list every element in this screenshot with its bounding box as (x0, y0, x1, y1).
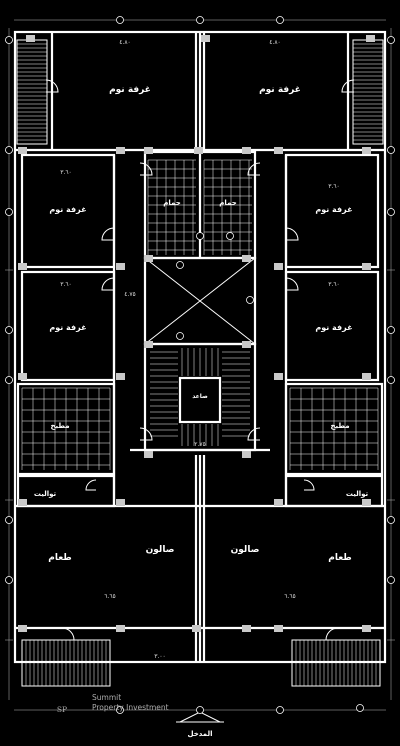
right-side-walls (284, 153, 384, 508)
bathroom-tiles (147, 159, 252, 255)
watermark-line1: Summit (92, 693, 121, 702)
label-bathroom-left: حمام (163, 199, 181, 207)
watermark-monogram: SP (57, 705, 67, 714)
label-dining-right: طعام (328, 553, 352, 563)
dim-top-left: ٤.٨٠ (119, 39, 131, 46)
grid-bubbles (5, 16, 395, 714)
dim-hall: ٤.٧٥ (124, 291, 136, 298)
dim-top-right: ٤.٨٠ (269, 39, 281, 46)
label-bedroom-left-1: غرفة نوم (49, 205, 86, 214)
label-salon-left: صالون (146, 545, 175, 555)
dim-room-right-1: ٣.٦٠ (328, 183, 340, 190)
kitchen-tiles (21, 387, 379, 470)
label-bedroom-top-right: غرفة نوم (259, 85, 301, 95)
dim-bottom: ٣.٠٠ (154, 653, 166, 660)
dim-room-left-2: ٣.٦٠ (60, 281, 72, 288)
dim-lower-left: ٦.٦٥ (104, 593, 116, 600)
watermark-line2: Property Investment (92, 703, 169, 712)
label-bedroom-left-2: غرفة نوم (49, 323, 86, 332)
label-kitchen-right: مطبخ (330, 422, 349, 430)
dim-room-left-1: ٣.٦٠ (60, 169, 72, 176)
label-bedroom-right-1: غرفة نوم (315, 205, 352, 214)
label-bedroom-right-2: غرفة نوم (315, 323, 352, 332)
label-dining-left: طعام (48, 553, 72, 563)
watermark-logo: SP Summit Property Investment (57, 693, 169, 714)
balcony-hatching (17, 43, 383, 686)
label-entrance: المدخل (187, 730, 212, 738)
label-stair-up: صاعد (192, 393, 208, 400)
door-swings (45, 79, 355, 641)
label-salon-right: صالون (231, 545, 260, 555)
label-toilets-left: تواليت (34, 490, 57, 498)
stair-treads (150, 348, 250, 446)
central-core-walls (130, 150, 270, 452)
dim-lower-right: ٦.٦٥ (284, 593, 296, 600)
label-bedroom-top-left: غرفة نوم (109, 85, 151, 95)
label-kitchen-left: مطبخ (50, 422, 69, 430)
dim-room-right-2: ٣.٦٠ (328, 281, 340, 288)
label-bathroom-right: حمام (219, 199, 237, 207)
label-toilets-right: تواليت (346, 490, 369, 498)
structural-columns (18, 35, 375, 632)
dim-stair: ٢.٧٥ (194, 441, 206, 448)
